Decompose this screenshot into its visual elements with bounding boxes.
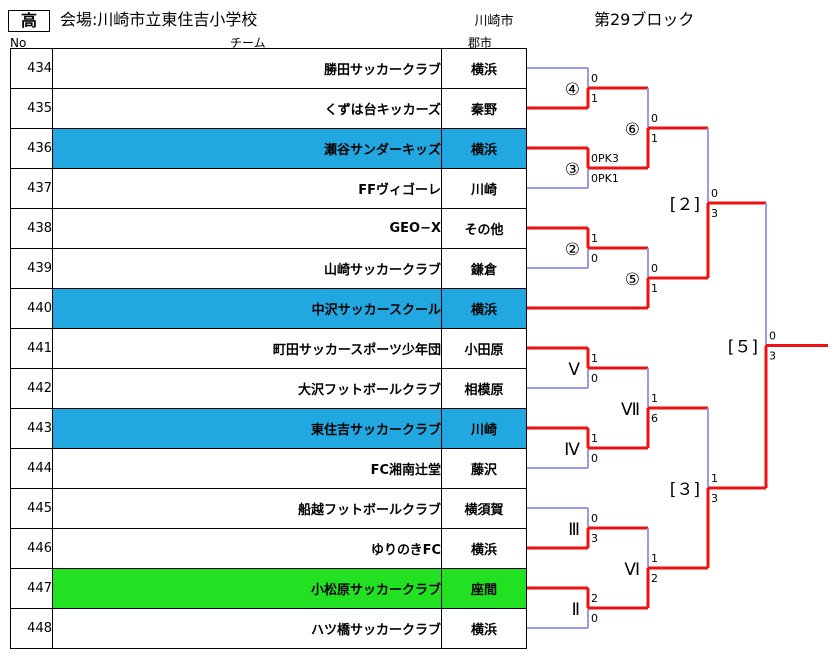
team-city: 藤沢 <box>441 448 527 489</box>
score-top: 0 <box>591 512 598 525</box>
team-city: その他 <box>441 208 527 249</box>
column-header-team: チーム <box>230 36 266 50</box>
team-name: 瀬谷サンダーキッズ <box>52 128 442 169</box>
score-bottom: 3 <box>769 350 776 363</box>
score-top: 1 <box>591 232 598 245</box>
team-city: 横須賀 <box>441 488 527 529</box>
score-top: 2 <box>591 592 598 605</box>
score-bottom: 0 <box>591 372 598 385</box>
team-number: 435 <box>10 88 53 129</box>
team-name: 東住吉サッカークラブ <box>52 408 442 449</box>
column-header-no: No <box>10 36 27 50</box>
team-city: 横浜 <box>441 608 527 649</box>
score-bottom: 1 <box>591 92 598 105</box>
match-label: ⑥ <box>625 120 640 140</box>
match-label: Ⅵ <box>624 560 640 580</box>
score-bottom: 0 <box>591 612 598 625</box>
team-city: 座間 <box>441 568 527 609</box>
score-bottom: 3 <box>591 532 598 545</box>
score-top: 0 <box>651 112 658 125</box>
grade-badge: 高 <box>8 10 50 32</box>
score-top: 1 <box>651 392 658 405</box>
team-city: 横浜 <box>441 128 527 169</box>
score-top: 0 <box>711 187 718 200</box>
column-header-city: 郡市 <box>468 36 493 50</box>
team-city: 横浜 <box>441 48 527 89</box>
team-city: 秦野 <box>441 88 527 129</box>
team-city: 川崎 <box>441 168 527 209</box>
score-top: 1 <box>711 472 718 485</box>
score-bottom: 1 <box>651 132 658 145</box>
score-bottom: 3 <box>711 492 718 505</box>
score-top: 1 <box>651 552 658 565</box>
match-label: [５] <box>728 338 758 358</box>
match-label: ③ <box>565 160 580 180</box>
match-label: [３] <box>670 480 700 500</box>
match-label: [２] <box>670 195 700 215</box>
score-bottom: 3 <box>711 207 718 220</box>
team-number: 444 <box>10 448 53 489</box>
score-top: 1 <box>591 352 598 365</box>
team-name: ハツ橋サッカークラブ <box>52 608 442 649</box>
team-name: 中沢サッカースクール <box>52 288 442 329</box>
team-number: 445 <box>10 488 53 529</box>
team-name: 大沢フットボールクラブ <box>52 368 442 409</box>
score-top: 0 <box>769 330 776 343</box>
team-city: 相模原 <box>441 368 527 409</box>
team-city: 川崎 <box>441 408 527 449</box>
team-name: FFヴィゴーレ <box>52 168 442 209</box>
match-label: ② <box>565 240 580 260</box>
team-name: 船越フットボールクラブ <box>52 488 442 529</box>
team-name: 町田サッカースポーツ少年団 <box>52 328 442 369</box>
match-label: Ⅴ <box>568 360 580 380</box>
match-label: ④ <box>565 80 580 100</box>
score-top: 0 <box>651 262 658 275</box>
team-name: 勝田サッカークラブ <box>52 48 442 89</box>
team-city: 小田原 <box>441 328 527 369</box>
team-number: 437 <box>10 168 53 209</box>
score-top: 0 <box>591 72 598 85</box>
match-label: ⑤ <box>625 270 640 290</box>
team-number: 440 <box>10 288 53 329</box>
score-bottom: 0PK1 <box>591 172 619 185</box>
venue-city: 川崎市 <box>474 14 514 29</box>
match-label: Ⅱ <box>572 600 580 620</box>
match-label: Ⅶ <box>621 400 640 420</box>
match-label: Ⅲ <box>568 520 580 540</box>
team-number: 447 <box>10 568 53 609</box>
team-city: 横浜 <box>441 288 527 329</box>
team-name: 小松原サッカークラブ <box>52 568 442 609</box>
team-number: 448 <box>10 608 53 649</box>
team-city: 鎌倉 <box>441 248 527 289</box>
score-bottom: 2 <box>651 572 658 585</box>
score-bottom: 1 <box>651 282 658 295</box>
score-bottom: 6 <box>651 412 658 425</box>
team-number: 442 <box>10 368 53 409</box>
block-title: 第29ブロック <box>594 10 695 29</box>
score-top: 1 <box>591 432 598 445</box>
venue-title: 会場:川崎市立東住吉小学校 <box>60 10 258 29</box>
score-bottom: 0 <box>591 452 598 465</box>
score-bottom: 0 <box>591 252 598 265</box>
score-top: 0PK3 <box>591 152 619 165</box>
match-label: Ⅳ <box>564 440 580 460</box>
